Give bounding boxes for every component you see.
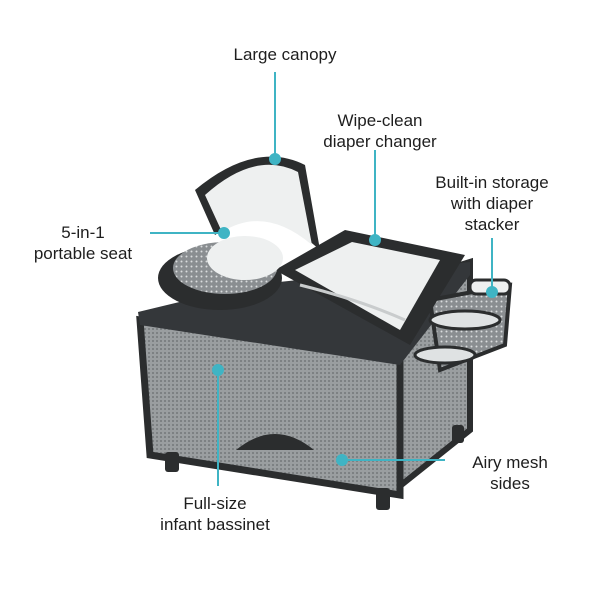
callout-dot-canopy [269, 153, 281, 165]
callout-text: with diaper [450, 194, 534, 213]
callout-dot-storage [486, 286, 498, 298]
callout-dot-seat [218, 227, 230, 239]
callout-text: Wipe-clean [337, 111, 423, 130]
diaper-changer [275, 230, 465, 345]
callout-text: sides [490, 474, 530, 493]
callout-label-seat: 5-in-1 portable seat [18, 222, 148, 264]
callout-text: diaper changer [323, 132, 437, 151]
callout-label-changer: Wipe-clean diaper changer [300, 110, 460, 152]
callout-text: stacker [464, 215, 520, 234]
callout-label-storage: Built-in storage with diaper stacker [412, 172, 572, 235]
callout-label-canopy: Large canopy [200, 44, 370, 65]
callout-lines [150, 72, 498, 486]
callout-text: Built-in storage [435, 173, 549, 192]
callout-dot-bassinet [212, 364, 224, 376]
callout-text: portable seat [33, 244, 133, 263]
callout-dot-changer [369, 234, 381, 246]
callout-text: Full-size [183, 494, 247, 513]
brand-badge [236, 434, 314, 450]
callout-text: Large canopy [233, 45, 337, 64]
callout-label-mesh: Airy mesh sides [450, 452, 570, 494]
callout-text: infant bassinet [160, 515, 270, 534]
callout-text: Airy mesh [472, 453, 548, 472]
callout-dot-mesh [336, 454, 348, 466]
portable-seat [158, 156, 320, 310]
callout-text: 5-in-1 [61, 223, 105, 242]
callout-label-bassinet: Full-size infant bassinet [140, 493, 290, 535]
